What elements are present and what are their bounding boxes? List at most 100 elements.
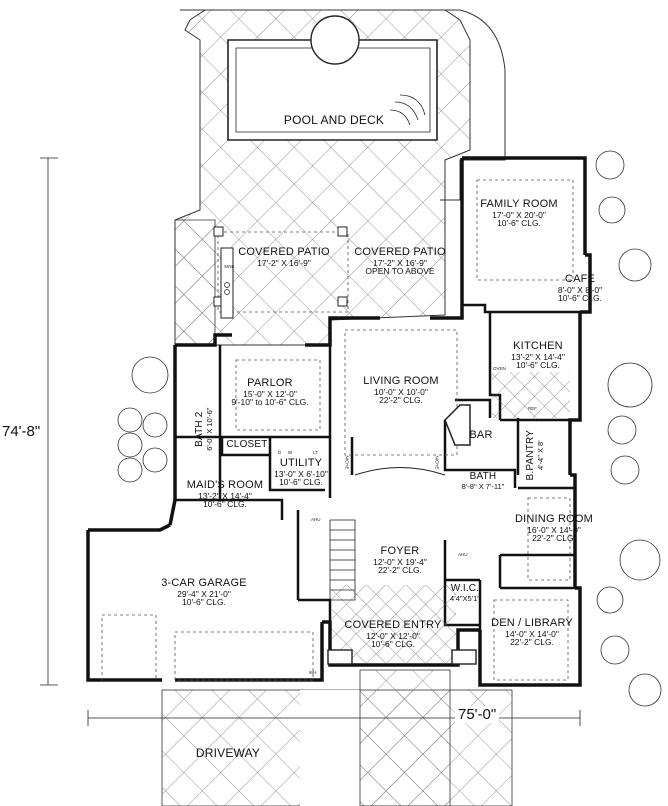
room-size: 14'-0" X 14'-0" [505, 628, 559, 639]
room-ceiling: 10'-6" CLG. [516, 360, 560, 371]
room-name: COVERED PATIO [238, 246, 330, 258]
water-heater-tag: WH [309, 670, 317, 675]
summer-kitchen-counter [220, 247, 234, 319]
closet-label: CLOSET [226, 439, 268, 451]
butler-pantry-label: B.PANTRY 4'-4" X 8' [524, 429, 545, 481]
room-name: DINING ROOM [515, 513, 593, 525]
room-size: 6'-0" X 10'-6" [204, 407, 214, 451]
entry-column [451, 649, 477, 665]
patio-column [337, 296, 348, 307]
living-room-arch [354, 467, 446, 476]
room-ceiling: 10'-6" CLG. [203, 499, 247, 510]
den-library-label: DEN / LIBRARY 14'-0" X 14'-0" 22'-2" CLG… [491, 617, 573, 648]
pool-deck-outline [180, 9, 506, 201]
room-ceiling: 9'-10" to 10'-6" CLG. [231, 397, 309, 408]
refrigerator-tag: REF [528, 406, 537, 411]
room-name: BAR [469, 429, 493, 441]
room-name: BATH [469, 471, 497, 482]
room-name: MAID'S ROOM [186, 479, 264, 491]
room-size: 17'-2" X 16'-9" [257, 257, 311, 268]
room-ceiling: 22'-2" CLG. [510, 637, 554, 648]
stair [329, 519, 356, 601]
room-ceiling: 22'-2" CLG. [532, 533, 576, 544]
room-ceiling: 10'-6" CLG. [182, 597, 226, 608]
room-size: 16'-0" X 14'-0" [527, 524, 581, 535]
room-size: 12'-0" X 12'-0" [366, 630, 420, 641]
room-size: 15'-0" X 12'-0" [243, 388, 297, 399]
pool-inner-edge [235, 47, 431, 133]
niche-tag: NICHE [344, 455, 350, 470]
room-ceiling: 10'-6" CLG. [279, 477, 323, 488]
walkway [359, 669, 451, 806]
bath-2-label: BATH 2 6'-0" X 10'-6" [193, 407, 214, 451]
niche-tag: NICHE [434, 455, 440, 470]
oven-tag: OVEN [493, 366, 506, 371]
room-size: 4'4"X5'1" [450, 593, 480, 603]
room-name: BATH 2 [193, 411, 205, 447]
pool-label: POOL AND DECK [284, 114, 384, 127]
foyer-label: FOYER 12'-0" X 19'-4" 22'-2" CLG. [373, 545, 427, 576]
cafe-label: CAFE 8'-0" X 8'-0" 10'-6" CLG. [557, 273, 603, 304]
dryer-tag: D [278, 450, 282, 455]
room-size: 13'-2" X 14'-4" [198, 490, 252, 501]
room-name: CLOSET [226, 439, 268, 450]
driveway-label: DRIVEWAY [196, 747, 260, 760]
room-note: OPEN TO ABOVE [365, 266, 435, 277]
room-name: B.PANTRY [524, 429, 536, 481]
room-name: POOL AND DECK [283, 113, 385, 127]
living-room-label: LIVING ROOM 10'-0" X 10'-0" 22'-2" CLG. [363, 375, 439, 406]
room-size: 8'-0" X 8'-0" [557, 284, 603, 295]
dining-room-label: DINING ROOM 16'-0" X 14'-0" 22'-2" CLG. [515, 513, 593, 544]
washer-tag: W [288, 450, 293, 455]
left-terrace [174, 219, 216, 346]
covered-patio-left-label: COVERED PATIO 17'-2" X 16'-9" [238, 246, 330, 268]
room-ceiling: 22'-2" CLG. [379, 395, 423, 406]
room-size: 12'-0" X 19'-4" [373, 556, 427, 567]
kitchen-floor [492, 372, 570, 418]
covered-entry-label: COVERED ENTRY 12'-0" X 12'-0" 10'-6" CLG… [344, 619, 441, 649]
covered-patio-right-label: COVERED PATIO 17'-2" X 16'-9" OPEN TO AB… [354, 246, 446, 277]
room-ceiling: 22'-2" CLG. [378, 565, 422, 576]
maids-room-label: MAID'S ROOM 13'-2" X 14'-4" 10'-6" CLG. [186, 479, 264, 510]
driveway-inner [300, 690, 360, 806]
ahu-tag: AHU [311, 517, 321, 522]
room-name: W.I.C. [450, 583, 480, 594]
room-name: PARLOR [247, 377, 293, 389]
room-name: LIVING ROOM [363, 375, 439, 387]
room-name: FOYER [380, 545, 420, 557]
utility-label: UTILITY 13'-0" X 6'-10" 10'-6" CLG. [274, 457, 328, 488]
grill-burner [224, 282, 230, 288]
room-size: 13'-0" X 6'-10" [274, 468, 328, 479]
parlor-label: PARLOR 15'-0" X 12'-0" 9'-10" to 10'-6" … [231, 377, 309, 408]
garage-label: 3-CAR GARAGE 29'-4" X 21'-0" 10'-6" CLG. [161, 577, 247, 608]
pool [227, 39, 438, 141]
room-ceiling: 10'-6" CLG. [497, 218, 541, 229]
room-size: 17'-0" X 20'-0" [492, 209, 546, 220]
kitchen-label: KITCHEN 13'-2" X 14'-4" 10'-6" CLG. [511, 340, 565, 371]
overall-depth-dimension: 74'-8" [2, 423, 41, 440]
laundry-tub-tag: LT [313, 450, 318, 455]
room-name: COVERED PATIO [354, 246, 446, 258]
landscape-shrubs [117, 150, 662, 707]
sink-tag: SINK [224, 264, 235, 269]
room-size: 13'-2" X 14'-4" [511, 351, 565, 362]
room-name: FAMILY ROOM [480, 198, 558, 210]
pool-steps [389, 94, 426, 126]
room-name: CAFE [564, 273, 596, 285]
room-size: 29'-4" X 21'-0" [177, 588, 231, 599]
spa [310, 15, 360, 65]
bar-label: BAR [469, 429, 493, 442]
room-name: KITCHEN [513, 340, 563, 352]
overall-width-dimension: 75'-0" [455, 706, 500, 723]
room-name: DEN / LIBRARY [491, 617, 573, 629]
patio-column [213, 226, 224, 237]
bar-counter [444, 404, 471, 446]
room-size: 10'-0" X 10'-0" [374, 386, 428, 397]
patio-column [337, 226, 348, 237]
ahu-tag: AHU [458, 552, 468, 557]
room-size: 8'-8" X 7'-11" [461, 481, 505, 491]
room-ceiling: 10'-6" CLG. [558, 293, 602, 304]
room-size: 4'-4" X 8' [535, 440, 545, 471]
room-name: DRIVEWAY [195, 746, 261, 760]
